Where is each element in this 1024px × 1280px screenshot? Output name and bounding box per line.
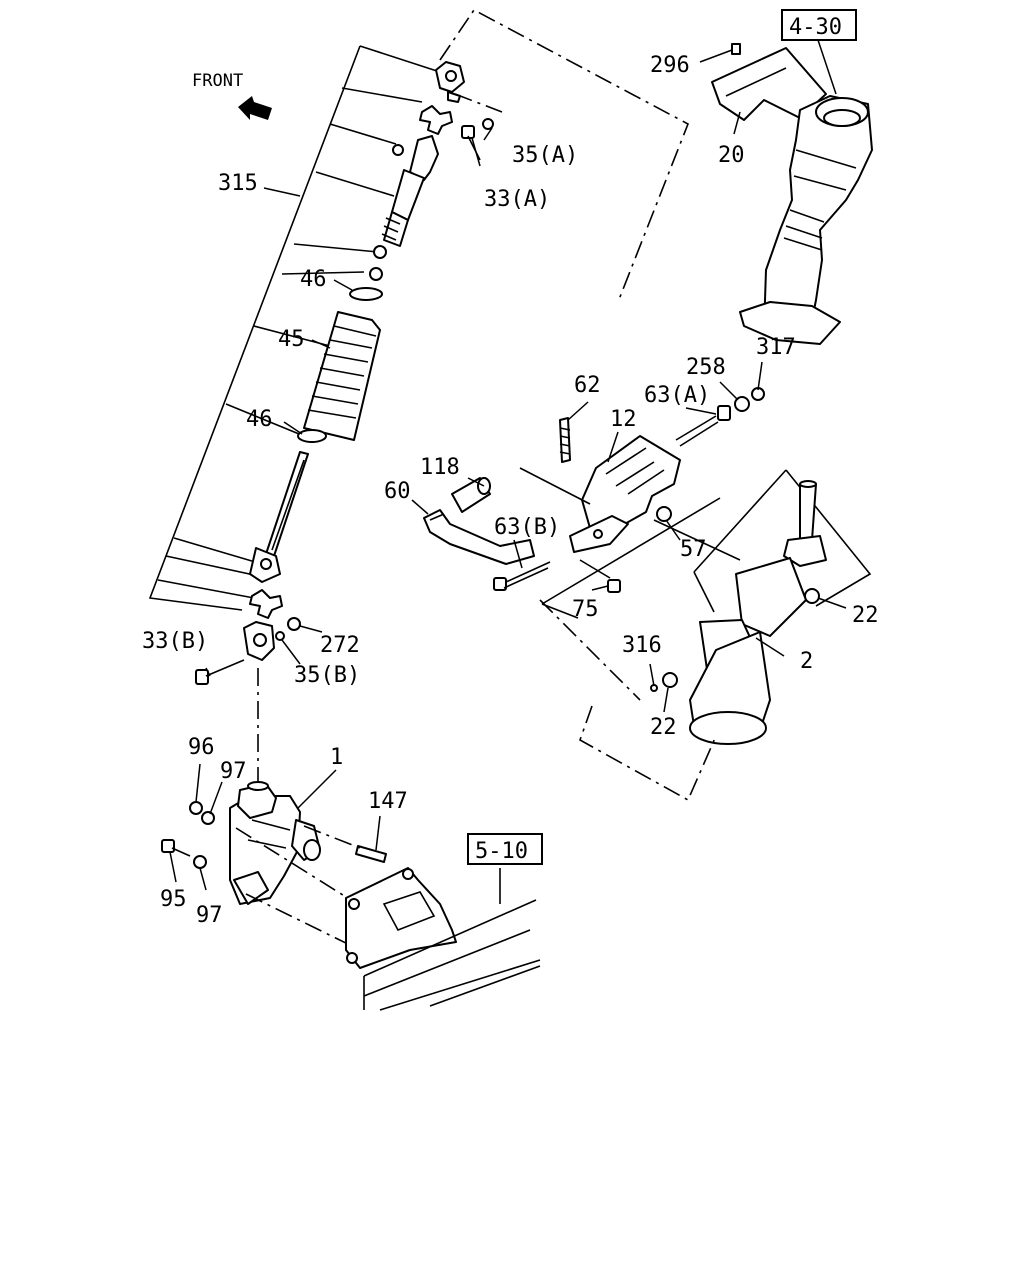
nut-57: [656, 506, 672, 522]
tilt-bracket-12: [569, 435, 681, 553]
bolt-296: [731, 43, 741, 55]
upper-yoke: [435, 61, 465, 103]
tilt-frame-lines: [541, 497, 741, 619]
callout-60: 60: [384, 479, 411, 504]
chassis-frame-rail: [363, 868, 541, 1011]
callout-296: 296: [650, 53, 690, 78]
callout-46-upper: 46: [300, 267, 327, 292]
stud-dash: [303, 825, 361, 849]
callout-22-right: 22: [852, 603, 879, 628]
ref-box-5-10: 5-10: [467, 833, 543, 865]
steering-column-2: [689, 469, 872, 745]
upper-joint-dash: [454, 93, 503, 113]
ref-5-10-label: 5-10: [475, 839, 528, 864]
front-arrow-icon: [238, 96, 272, 120]
callout-1: 1: [330, 745, 343, 770]
intermediate-shaft-frame: [148, 45, 441, 611]
callout-317: 317: [756, 335, 796, 360]
bolt-63a: [675, 405, 731, 447]
callout-272: 272: [320, 633, 360, 658]
callout-33a: 33(A): [484, 187, 550, 212]
front-label: FRONT: [192, 71, 243, 91]
callout-63a: 63(A): [644, 383, 710, 408]
callout-315: 315: [218, 171, 258, 196]
bolt-33a: [461, 125, 481, 161]
stud-147: [355, 845, 387, 863]
callout-147: 147: [368, 789, 408, 814]
spring-62: [559, 417, 571, 463]
callout-62: 62: [574, 373, 601, 398]
leader-lines: [169, 21, 847, 891]
ref-box-4-30: 4-30: [781, 9, 857, 41]
callout-2: 2: [800, 649, 813, 674]
tilt-lever-60: [423, 509, 535, 565]
collar-118: [451, 477, 491, 513]
washer-35a: [482, 118, 494, 130]
tilt-hint-lines: [519, 467, 611, 579]
callout-316: 316: [622, 633, 662, 658]
shaft-yoke-upper: [381, 135, 439, 247]
callout-75: 75: [572, 597, 599, 622]
nut-22-right: [804, 588, 820, 604]
bolt-63b: [493, 561, 551, 591]
lower-shaft: [249, 451, 309, 583]
washer-97-upper: [201, 811, 215, 825]
washer-upper: [369, 267, 383, 281]
callout-12: 12: [610, 407, 637, 432]
column-dashed-boundary: [539, 599, 717, 802]
washer-97-lower: [193, 855, 207, 869]
callout-97-upper: 97: [220, 759, 247, 784]
front-indicator: FRONT: [192, 71, 272, 120]
callout-45: 45: [278, 327, 305, 352]
callout-46-lower: 46: [246, 407, 273, 432]
callout-96: 96: [188, 735, 215, 760]
nut-258: [734, 396, 750, 412]
pinch-nut: [392, 144, 404, 156]
steering-boot: [303, 311, 381, 441]
callout-35a: 35(A): [512, 143, 578, 168]
ref-4-30-label: 4-30: [789, 15, 842, 40]
bolt-75: [607, 579, 621, 593]
nut-upper: [373, 245, 387, 259]
frame-bracket: [345, 867, 457, 969]
callouts: 315 46 45 46 35(A) 33(A) 33(B) 35(B) 272…: [142, 53, 879, 928]
callout-33b: 33(B): [142, 629, 208, 654]
callout-57: 57: [680, 537, 707, 562]
nut-96: [189, 801, 203, 815]
callout-97-lower: 97: [196, 903, 223, 928]
bolt-33b: [195, 659, 245, 685]
clip-46-lower: [297, 429, 327, 443]
column-cover-20: [711, 47, 827, 121]
callout-95: 95: [160, 887, 187, 912]
spider-cross-upper: [419, 105, 453, 135]
nut-272: [287, 617, 301, 631]
callout-35b: 35(B): [294, 663, 360, 688]
column-boot: [739, 95, 873, 345]
nut-22-lower: [662, 672, 678, 688]
gearbox-mount-dash-a: [235, 827, 355, 903]
callout-22-lower: 22: [650, 715, 677, 740]
callout-118: 118: [420, 455, 460, 480]
upper-dashed-boundary: [439, 8, 690, 303]
lower-yoke: [243, 621, 275, 661]
spider-cross-lower: [249, 589, 283, 619]
callout-258: 258: [686, 355, 726, 380]
callout-63b: 63(B): [494, 515, 560, 540]
callout-20: 20: [718, 143, 745, 168]
bolt-95: [161, 839, 191, 857]
gearbox-mount-dash-b: [245, 893, 357, 949]
washer-35b: [275, 631, 285, 641]
clip-46-upper: [349, 287, 383, 301]
